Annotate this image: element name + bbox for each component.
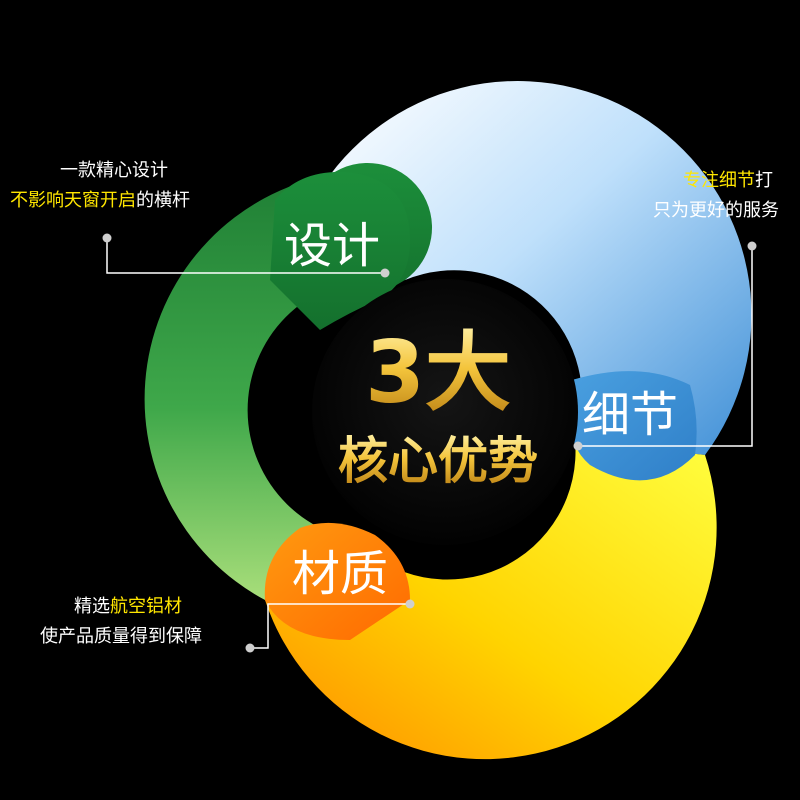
detail-label: 细节 — [582, 387, 678, 443]
material-callout-highlight: 航空铝材 — [110, 596, 182, 617]
design-label: 设计 — [284, 218, 380, 274]
detail-leader-line — [578, 246, 753, 447]
design-leader-dot-start — [102, 233, 112, 243]
material-cap — [264, 522, 410, 640]
design-leader-line — [106, 238, 385, 274]
detail-callout-highlight: 专注细节 — [683, 170, 755, 191]
material-callout-line2: 使产品质量得到保障 — [40, 626, 202, 647]
detail-cap — [568, 371, 697, 481]
design-callout-line2: 不影响天窗开启的横杆 — [10, 186, 190, 216]
design-callout-rest: 的横杆 — [136, 190, 190, 211]
material-leader-dot-end — [405, 599, 415, 609]
design-leader-dot-end — [380, 268, 390, 278]
material-leader-dot-start — [245, 643, 255, 653]
ring-segment-yellow — [265, 440, 717, 760]
detail-callout-line2: 只为更好的服务 — [653, 200, 779, 221]
design-callout: 一款精心设计 不影响天窗开启的横杆 — [10, 156, 190, 216]
material-callout-line1: 精选航空铝材 — [74, 592, 202, 622]
design-callout-highlight: 不影响天窗开启 — [10, 190, 136, 211]
material-callout: 精选航空铝材 使产品质量得到保障 — [40, 592, 202, 652]
material-leader-line — [250, 603, 410, 649]
detail-callout: 专注细节打 只为更好的服务 — [653, 166, 779, 226]
ring-segment-blue — [330, 80, 752, 455]
center-disc — [312, 279, 578, 545]
material-callout-prefix: 精选 — [74, 596, 110, 617]
detail-callout-line1: 专注细节打 — [683, 166, 779, 196]
detail-callout-rest: 打 — [755, 170, 773, 191]
detail-leader-dot-end — [573, 441, 583, 451]
center-title: 3大 — [365, 323, 511, 423]
design-callout-line1: 一款精心设计 — [60, 160, 168, 181]
detail-leader-dot-start — [747, 241, 757, 251]
design-cap-body — [270, 171, 410, 330]
material-label: 材质 — [292, 546, 388, 602]
center-subtitle: 核心优势 — [338, 432, 538, 490]
